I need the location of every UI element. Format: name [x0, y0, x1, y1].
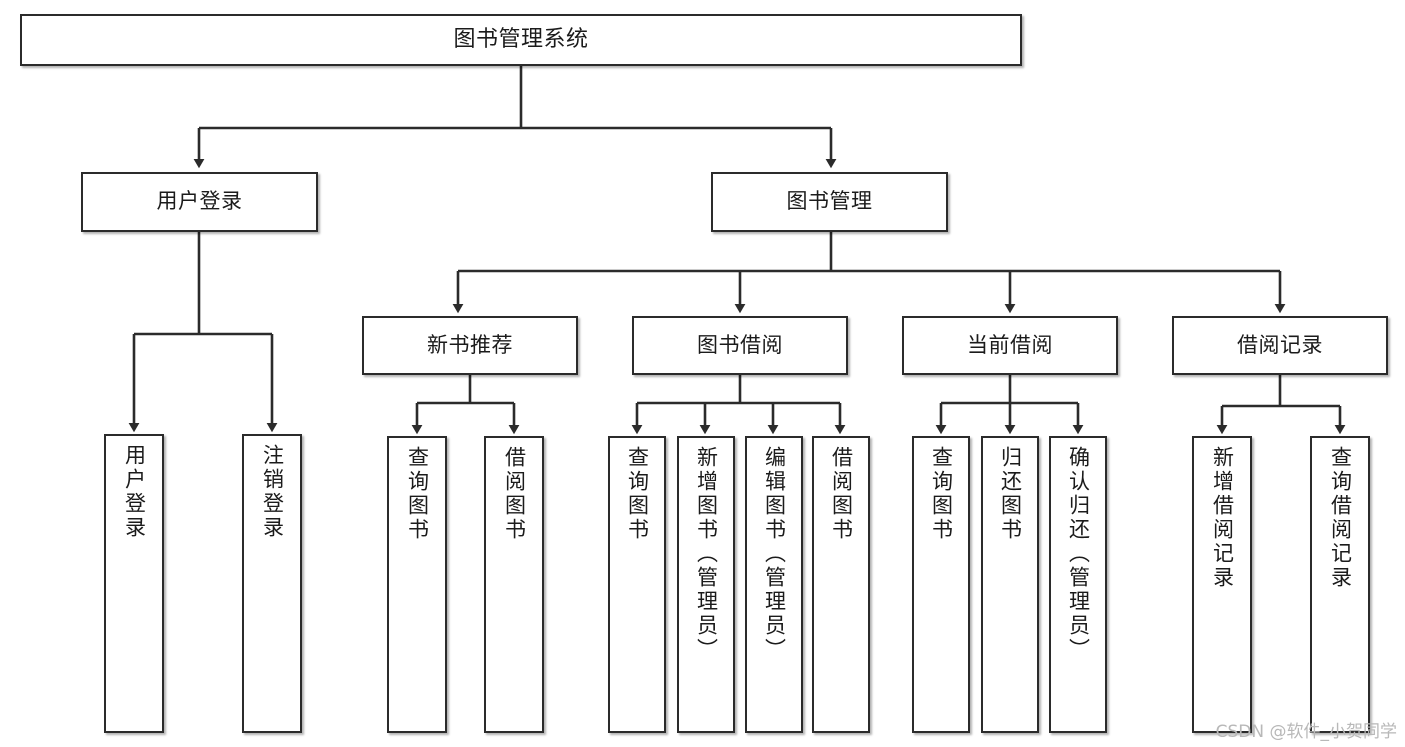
node-leaf-query-book-2[interactable]: 查询图书 — [608, 436, 666, 733]
node-book-borrow-label: 图书借阅 — [697, 332, 783, 357]
node-root-label: 图书管理系统 — [453, 26, 589, 52]
node-leaf-return-book[interactable]: 归还图书 — [981, 436, 1039, 733]
node-user-login-label: 用户登录 — [156, 189, 243, 214]
node-leaf-query-book-1-label: 查询图书 — [405, 446, 430, 542]
node-leaf-edit-book-label: 编辑图书（管理员） — [762, 446, 787, 662]
node-root[interactable]: 图书管理系统 — [20, 14, 1022, 66]
node-leaf-user-logout-label: 注销登录 — [260, 444, 285, 540]
node-user-login[interactable]: 用户登录 — [81, 172, 318, 232]
node-leaf-query-record-label: 查询借阅记录 — [1328, 446, 1353, 590]
node-leaf-add-book-label: 新增图书（管理员） — [694, 446, 719, 662]
node-leaf-query-book-2-label: 查询图书 — [625, 446, 650, 542]
node-leaf-borrow-book-2-label: 借阅图书 — [829, 446, 854, 542]
node-current-borrow-label: 当前借阅 — [967, 332, 1053, 357]
node-leaf-add-book[interactable]: 新增图书（管理员） — [677, 436, 735, 733]
node-leaf-confirm-return-label: 确认归还（管理员） — [1066, 446, 1091, 662]
node-leaf-add-record[interactable]: 新增借阅记录 — [1192, 436, 1252, 733]
node-leaf-user-login[interactable]: 用户登录 — [104, 434, 164, 733]
node-leaf-confirm-return[interactable]: 确认归还（管理员） — [1049, 436, 1107, 733]
node-leaf-query-book-1[interactable]: 查询图书 — [387, 436, 447, 733]
node-borrow-record[interactable]: 借阅记录 — [1172, 316, 1388, 375]
node-new-book-rec[interactable]: 新书推荐 — [362, 316, 578, 375]
node-leaf-user-login-label: 用户登录 — [122, 444, 147, 540]
node-leaf-query-book-3[interactable]: 查询图书 — [912, 436, 970, 733]
node-leaf-borrow-book-2[interactable]: 借阅图书 — [812, 436, 870, 733]
node-leaf-query-record[interactable]: 查询借阅记录 — [1310, 436, 1370, 733]
node-leaf-return-book-label: 归还图书 — [998, 446, 1023, 542]
node-book-manage[interactable]: 图书管理 — [711, 172, 948, 232]
node-current-borrow[interactable]: 当前借阅 — [902, 316, 1118, 375]
node-leaf-add-record-label: 新增借阅记录 — [1210, 446, 1235, 590]
node-leaf-user-logout[interactable]: 注销登录 — [242, 434, 302, 733]
node-leaf-edit-book[interactable]: 编辑图书（管理员） — [745, 436, 803, 733]
node-leaf-borrow-book-1[interactable]: 借阅图书 — [484, 436, 544, 733]
node-leaf-borrow-book-1-label: 借阅图书 — [502, 446, 527, 542]
node-book-borrow[interactable]: 图书借阅 — [632, 316, 848, 375]
node-leaf-query-book-3-label: 查询图书 — [929, 446, 954, 542]
node-borrow-record-label: 借阅记录 — [1237, 332, 1323, 357]
node-new-book-rec-label: 新书推荐 — [427, 332, 513, 357]
node-book-manage-label: 图书管理 — [786, 189, 873, 214]
